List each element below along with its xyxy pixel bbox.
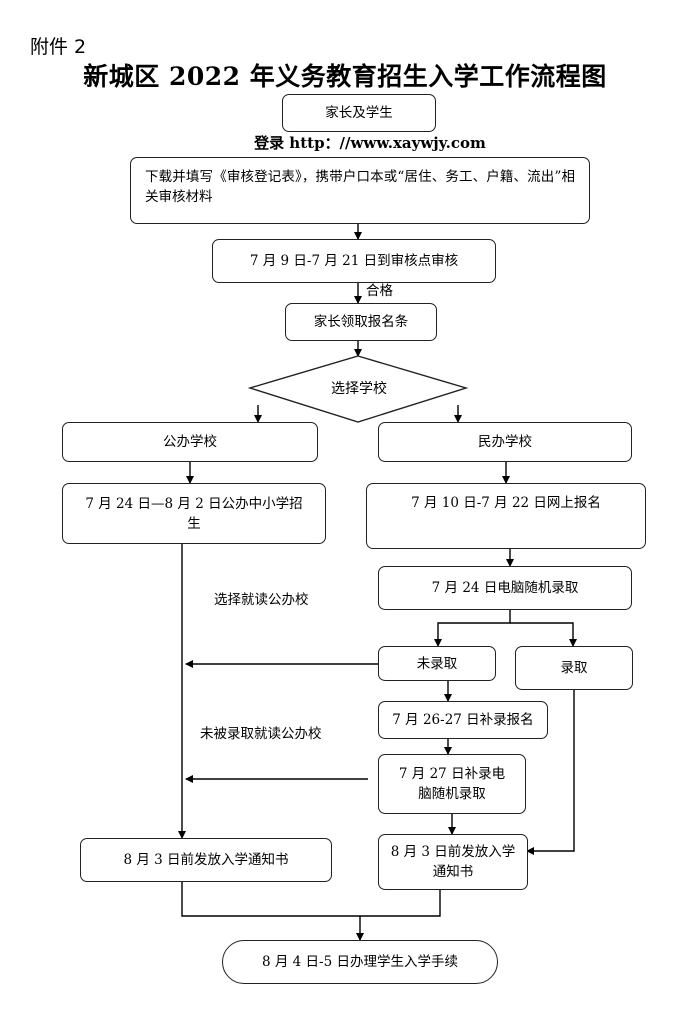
node-procedures: 8 月 4 日-5 日办理学生入学手续 [222, 940, 498, 984]
line-notice-public-down [181, 882, 441, 917]
node-notice-public: 8 月 3 日前发放入学通知书 [80, 838, 332, 882]
arrow-random-to-admitted [510, 622, 577, 647]
annex-label: 附件 2 [30, 36, 87, 58]
node-fill-form: 下载并填写《审核登记表》，携带户口本或“居住、务工、户籍、流出”相关审核材料 [130, 157, 590, 224]
node-supplementary-signup: 7 月 26-27 日补录报名 [378, 701, 548, 739]
node-review-dates: 7 月 9 日-7 月 21 日到审核点审核 [212, 239, 496, 283]
arrow-random-to-not-admitted [434, 610, 511, 647]
node-public-enroll: 7 月 24 日—8 月 2 日公办中小学招生 [62, 483, 326, 544]
page-title: 新城区 2022 年义务教育招生入学工作流程图 [83, 62, 607, 91]
label-choose-public: 选择就读公办校 [214, 592, 309, 608]
node-choose-school: 选择学校 [331, 381, 387, 397]
node-private-school: 民办学校 [378, 422, 632, 462]
node-random-admission: 7 月 24 日电脑随机录取 [378, 566, 632, 610]
node-notice-private: 8 月 3 日前发放入学通知书 [378, 834, 528, 890]
node-parents-students: 家长及学生 [282, 94, 436, 132]
arrow-admitted-to-notice [526, 690, 575, 855]
node-not-admitted: 未录取 [378, 646, 496, 681]
node-admitted: 录取 [515, 646, 633, 690]
node-public-school: 公办学校 [62, 422, 318, 462]
node-get-slip: 家长领取报名条 [285, 303, 437, 341]
label-qualified: 合格 [366, 283, 393, 299]
node-supplementary-random: 7 月 27 日补录电脑随机录取 [378, 754, 526, 814]
website-login: 登录 http：//www.xaywjy.com [254, 134, 486, 152]
choose-school-diamond [247, 355, 469, 423]
label-not-admitted-public: 未被录取就读公办校 [200, 726, 322, 742]
node-online-signup: 7 月 10 日-7 月 22 日网上报名 [366, 483, 646, 549]
